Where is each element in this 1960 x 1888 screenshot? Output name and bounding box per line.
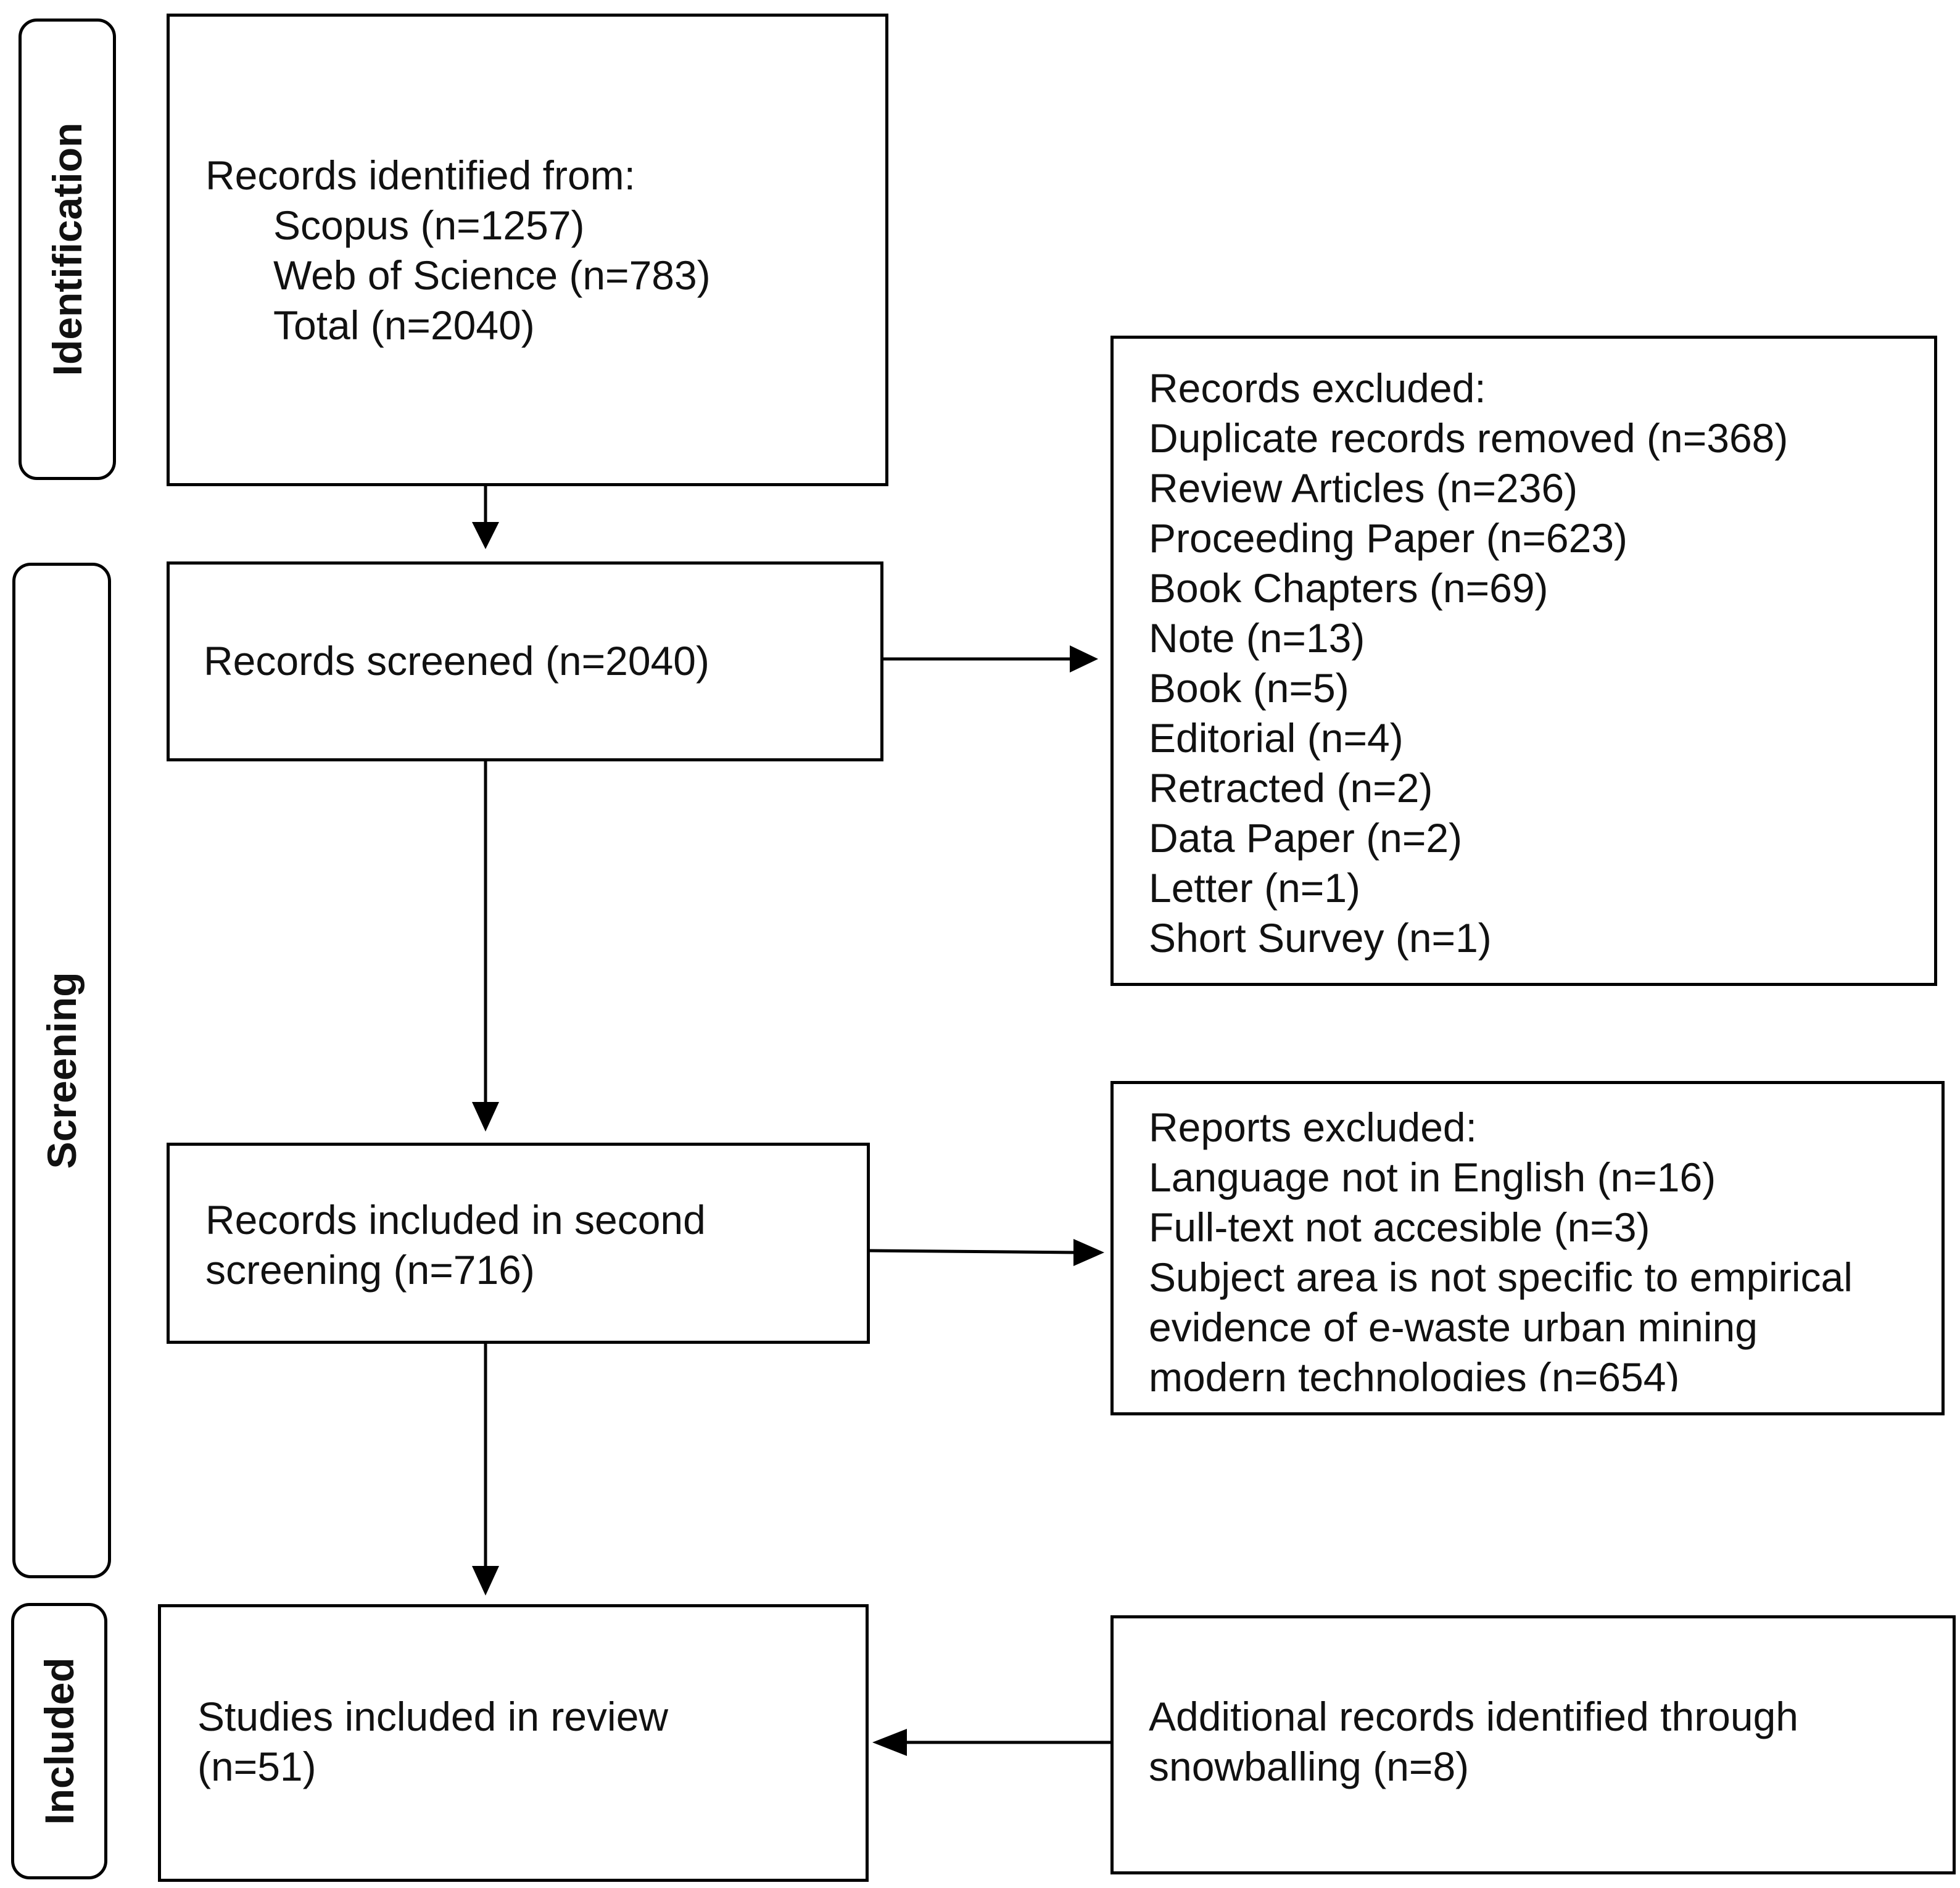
records-excluded-item: Review Articles (n=236) [1149, 465, 1578, 511]
records-excluded-item: Proceeding Paper (n=623) [1149, 515, 1628, 561]
reports-excluded-item: modern technologies (n=654) [1149, 1354, 1680, 1391]
records-excluded-box [1110, 336, 1937, 986]
records-excluded-item: Retracted (n=2) [1149, 765, 1433, 811]
included-line: Studies included in review [197, 1694, 669, 1739]
records-excluded-item: Short Survey (n=1) [1149, 915, 1492, 961]
arrowhead-screened-to-records-excluded [1070, 645, 1098, 673]
reports-excluded-box [1110, 1081, 1945, 1415]
snowballing-line: snowballing (n=8) [1149, 1744, 1470, 1789]
records-excluded-item: Letter (n=1) [1149, 865, 1361, 911]
stage-identification: Identification [19, 19, 116, 480]
screened-box [167, 561, 883, 761]
screened-label: Records screened (n=2040) [204, 638, 709, 684]
snowballing-line: Additional records identified through [1149, 1694, 1799, 1739]
identification-item-wos: Web of Science (n=783) [273, 252, 711, 298]
reports-excluded-text: Reports excluded: Language not in Englis… [1149, 1103, 1932, 1391]
arrowhead-second-screening-to-included [472, 1566, 499, 1596]
records-excluded-heading: Records excluded: [1149, 365, 1486, 411]
identification-box [167, 14, 888, 486]
second-screening-line: screening (n=716) [205, 1247, 535, 1293]
records-excluded-item: Data Paper (n=2) [1149, 815, 1463, 861]
arrow-second-screening-to-reports-excluded [869, 1249, 1077, 1254]
reports-excluded-item: Full-text not accesible (n=3) [1149, 1204, 1650, 1250]
records-excluded-item: Note (n=13) [1149, 615, 1365, 661]
identification-text: Records identified from: Scopus (n=1257)… [205, 151, 711, 350]
included-box [158, 1604, 869, 1882]
records-excluded-item: Editorial (n=4) [1149, 715, 1404, 761]
included-text: Studies included in review (n=51) [197, 1692, 668, 1792]
records-excluded-item: Duplicate records removed (n=368) [1149, 415, 1788, 461]
reports-excluded-item: Language not in English (n=16) [1149, 1154, 1716, 1200]
arrowhead-screened-to-second-screening [472, 1102, 499, 1132]
second-screening-text: Records included in second screening (n=… [205, 1195, 706, 1295]
identification-item-total: Total (n=2040) [273, 302, 535, 348]
arrowhead-second-screening-to-reports-excluded [1073, 1239, 1104, 1266]
reports-excluded-item: evidence of e-waste urban mining [1149, 1304, 1758, 1350]
arrowhead-identification-to-screened [472, 522, 499, 549]
snowballing-box [1110, 1615, 1956, 1874]
records-excluded-item: Book (n=5) [1149, 665, 1349, 711]
snowballing-text: Additional records identified through sn… [1149, 1692, 1798, 1792]
arrowhead-snowballing-to-included [872, 1729, 907, 1756]
identification-heading: Records identified from: [205, 152, 635, 198]
reports-excluded-heading: Reports excluded: [1149, 1104, 1477, 1150]
identification-item-scopus: Scopus (n=1257) [273, 202, 585, 248]
stage-included: Included [11, 1603, 107, 1879]
included-line: (n=51) [197, 1744, 316, 1789]
reports-excluded-item: Subject area is not specific to empirica… [1149, 1254, 1853, 1300]
second-screening-line: Records included in second [205, 1197, 706, 1243]
records-excluded-item: Book Chapters (n=69) [1149, 565, 1549, 611]
records-excluded-text: Records excluded: Duplicate records remo… [1149, 363, 1788, 963]
screened-text: Records screened (n=2040) [204, 636, 709, 686]
second-screening-box [167, 1143, 870, 1344]
stage-screening: Screening [12, 563, 111, 1578]
